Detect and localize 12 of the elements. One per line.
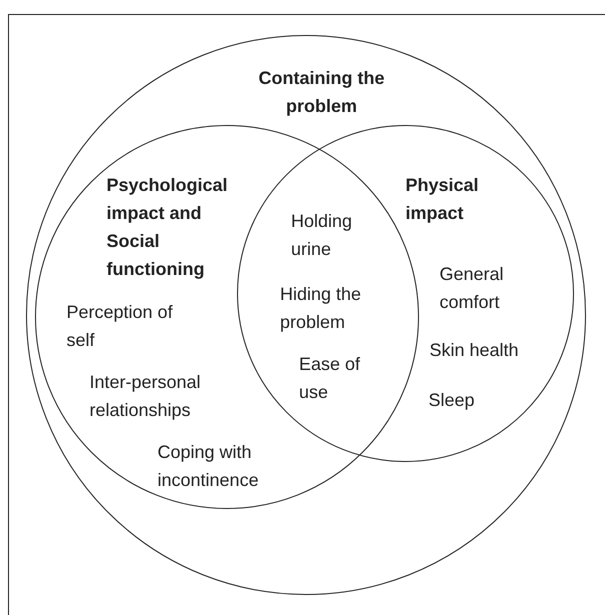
region-item: Skin health bbox=[430, 338, 520, 362]
region-heading: Psychological impact and Social functioning bbox=[106, 174, 229, 281]
region-heading: Containing the problem bbox=[258, 66, 386, 118]
overlap-item: Hiding the problem bbox=[280, 283, 362, 334]
region-heading: Physical impact bbox=[406, 174, 480, 225]
region-item: Perception of self bbox=[66, 300, 174, 352]
region-item: Sleep bbox=[428, 388, 476, 412]
overlap-item: Holding urine bbox=[291, 210, 354, 261]
region-item: Inter-personal relationships bbox=[90, 370, 202, 422]
overlap-item: Ease of use bbox=[299, 353, 362, 404]
region-item: Coping with incontinence bbox=[158, 440, 260, 492]
region-item: General comfort bbox=[440, 262, 505, 314]
